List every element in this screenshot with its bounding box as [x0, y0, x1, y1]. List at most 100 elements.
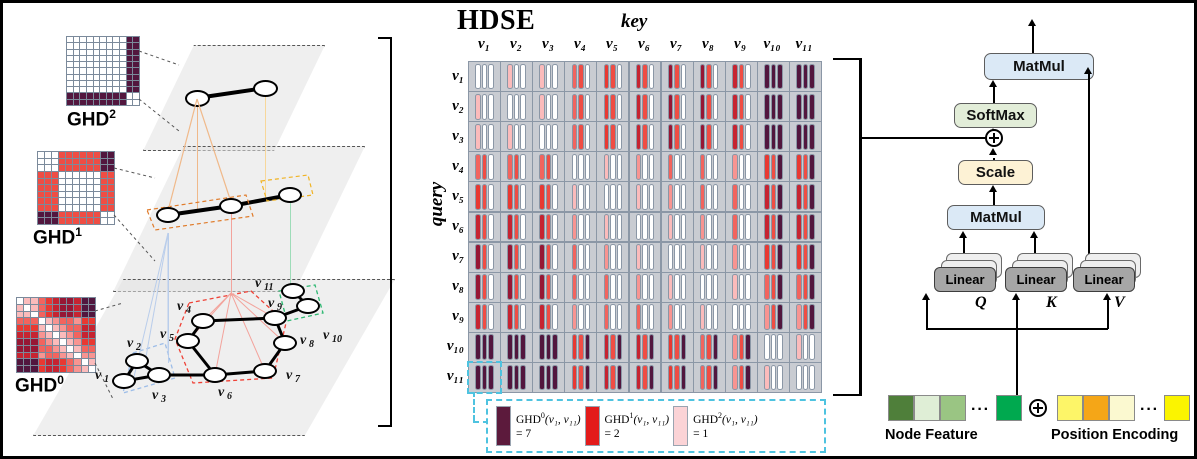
ghd0-bar — [732, 153, 738, 180]
matrix-cell — [469, 122, 500, 152]
ghd2-bar — [648, 364, 655, 391]
heat-cell — [67, 55, 73, 62]
matrix-cell — [661, 152, 693, 182]
ghd2-bar — [520, 304, 526, 331]
heat-cell — [67, 304, 74, 311]
matrix-cell — [725, 92, 757, 122]
ghd0-bar — [635, 123, 642, 150]
ghd1-bar — [578, 183, 584, 210]
node-v11 — [281, 283, 305, 299]
ghd2-bar — [777, 364, 783, 391]
ghd1-bar — [642, 364, 648, 391]
matrix-cell — [501, 272, 533, 302]
heat-cell — [93, 49, 100, 55]
ghd2-bar — [777, 274, 783, 301]
ghd0-bar — [603, 123, 610, 150]
matrix-cell — [597, 62, 629, 91]
ghd1-bar — [642, 63, 648, 90]
matrix-cell — [501, 152, 533, 182]
node-v6 — [203, 367, 227, 383]
ghd1-bar — [706, 334, 712, 361]
matrix-cell — [661, 92, 693, 122]
ghd1-bar — [802, 244, 809, 271]
heat-cell — [101, 165, 107, 171]
ghd1-bar — [738, 153, 745, 180]
heat-cell — [126, 62, 133, 68]
ghd1-bar — [578, 123, 584, 150]
ghd1-bar — [610, 334, 616, 361]
ghd1-bar — [674, 364, 680, 391]
heat-cell — [94, 171, 100, 178]
ghd0-bar — [667, 63, 674, 90]
heat-cell — [81, 359, 88, 366]
linear-k-front: Linear — [1005, 267, 1067, 292]
ghd0-bar — [475, 93, 481, 120]
hdse-bracket-bottom — [833, 394, 861, 397]
legend-item-2: GHD2(v₁, v₁₁)= 1 — [673, 406, 758, 446]
matrix-cell — [597, 363, 629, 392]
heat-cell — [73, 43, 80, 49]
matrix-cell — [693, 302, 725, 332]
heat-cell — [52, 185, 58, 191]
ghd0-bar — [796, 214, 802, 240]
ghd0-bar — [507, 244, 513, 271]
heat-cell — [87, 185, 93, 191]
ghd1-bar — [642, 93, 648, 120]
ghd0-bar — [764, 123, 770, 150]
heat-cell — [74, 332, 81, 338]
heat-cell — [81, 318, 88, 325]
ghd2-bar — [777, 244, 783, 271]
matrix-cell — [661, 302, 693, 332]
ghd0-bar — [699, 153, 706, 180]
matrix-cell — [629, 152, 661, 182]
heat-cell — [67, 93, 73, 99]
ghd0-bar — [699, 364, 706, 391]
ghd0-bar — [699, 63, 706, 90]
matrix-cell — [790, 302, 821, 332]
heat-cell — [60, 311, 67, 318]
heat-cell — [67, 298, 74, 304]
ghd1-bar — [802, 93, 809, 120]
heat-cell — [108, 185, 114, 191]
heat-cell — [100, 80, 106, 87]
node-label-v8: v — [300, 333, 307, 348]
matrix-cell — [725, 302, 757, 332]
ghd2-bar — [680, 274, 687, 301]
heat-cell — [17, 325, 24, 332]
heat-cell — [101, 158, 107, 165]
heat-cell — [45, 359, 52, 366]
ghd0-bar — [732, 183, 738, 210]
heat-cell — [133, 93, 139, 99]
ghd0-bar — [507, 93, 513, 120]
heat-cell — [87, 218, 93, 224]
ghd0-bar — [475, 153, 481, 180]
ghd1-bar — [513, 153, 520, 180]
node-label-v3: v — [152, 388, 159, 403]
heat-cell — [108, 191, 114, 198]
heat-cell — [31, 311, 38, 318]
matrix-cell — [757, 332, 789, 362]
ghd0-bar — [571, 123, 578, 150]
heat-cell — [80, 211, 86, 218]
heat-cell — [80, 191, 86, 198]
ghd1-bar — [513, 244, 520, 271]
ghd0-bar — [571, 334, 578, 361]
heat-cell — [38, 185, 44, 191]
ghd1-bar — [545, 244, 552, 271]
heat-cell — [100, 99, 106, 105]
ghd0-bar — [475, 364, 481, 391]
ghd0-bar — [475, 63, 481, 90]
node-label-v8-sub: 8 — [309, 339, 314, 350]
hdse-bracket-top — [833, 58, 861, 61]
heat-cell — [73, 80, 80, 87]
ghd1-bar — [706, 93, 712, 120]
ghd2-bar — [745, 244, 751, 271]
row-header-3: v₃ — [452, 127, 464, 144]
node-label-v9: v — [268, 296, 275, 311]
heat-cell — [93, 55, 100, 62]
heat-cell — [73, 87, 80, 93]
legend-text-ghd0: GHD0(v₁, v₁₁)= 7 — [516, 410, 581, 440]
heat-cell — [67, 359, 74, 366]
scale-block: Scale — [958, 160, 1033, 185]
q-symbol: Q — [975, 294, 987, 311]
